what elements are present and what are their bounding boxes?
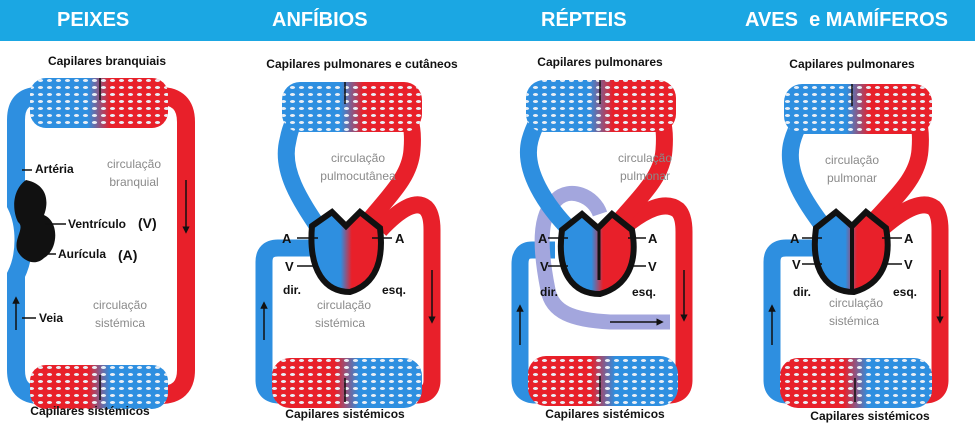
peixes-systemic-capillary-mesh [30,365,168,409]
anfibios-pulmonary-capillary-mesh [282,82,422,132]
anfibios-systemic-arterial [340,196,441,404]
aves-bottom-capillary-label: Capilares sistémicos [810,409,930,423]
peixes-bottom-capillary-label: Capilares sistémicos [30,404,150,418]
repteis-systemic-arterial [600,197,693,404]
repteis-heart [560,214,634,294]
peixes-arterial-vessel [95,87,195,404]
anfibios-top-capillary-label: Capilares pulmonares e cutâneos [266,57,458,71]
aves-top-capillary-label: Capilares pulmonares [789,57,915,71]
peixes-circ-top-1: circulação [107,157,161,171]
repteis-bottom-capillary-label: Capilares sistémicos [545,407,665,421]
peixes-heart [14,180,56,263]
aves-v-right: V [904,257,913,272]
anfibios-systemic-capillary-mesh [272,358,422,408]
aves-systemic-capillary-mesh [780,358,932,408]
repteis-esq-label: esq. [632,285,656,299]
title-bar: PEIXES ANFÍBIOS RÉPTEIS AVES e MAMÍFEROS [0,0,975,41]
anfibios-circ-top-1: circulação [331,151,385,165]
repteis-a-right: A [648,231,658,246]
anfibios-circ-bottom-2: sistémica [315,316,365,330]
repteis-left-aorta-mixed [534,185,670,330]
title-repteis: RÉPTEIS [541,9,627,31]
anfibios-circ-bottom-1: circulação [317,298,371,312]
aves-circ-top-1: circulação [825,153,879,167]
peixes-arteria-label: Artéria [35,162,74,176]
peixes-circ-top-2: branquial [109,175,158,189]
repteis-circ-top-1: circulação [618,151,672,165]
aves-circ-top-2: pulmonar [827,171,877,185]
repteis-circ-top-2: pulmonar [620,169,670,183]
anfibios-v-left: V [285,259,294,274]
aves-circ-bottom-1: circulação [829,296,883,310]
title-peixes: PEIXES [57,9,130,31]
peixes-ventriculo-abbr: (V) [138,215,157,231]
peixes-top-capillary-label: Capilares branquiais [48,54,166,68]
anfibios-a-right: A [395,231,405,246]
peixes-circ-bottom-1: circulação [93,298,147,312]
peixes-ventriculo-label: Ventrículo [68,217,126,231]
repteis-top-capillary-label: Capilares pulmonares [537,55,663,69]
anfibios-circ-top-2: pulmocutânea [320,169,396,183]
panel-repteis: Capilares pulmonares Capilares sistémico… [511,55,693,421]
aves-esq-label: esq. [893,285,917,299]
aves-heart-outline [811,207,891,296]
peixes-auricula-label: Aurícula [58,247,106,261]
repteis-heart-outline [557,209,637,298]
panel-anfibios: Capilares pulmonares e cutâneos Capilare… [255,57,458,421]
peixes-gill-capillary-mesh [30,78,168,128]
aves-a-right: A [904,231,914,246]
peixes-auricula-abbr: (A) [118,247,137,263]
anfibios-heart [311,212,381,292]
aves-dir-label: dir. [793,285,811,299]
repteis-v-right: V [648,259,657,274]
aves-pulmonary-capillary-mesh [784,84,932,134]
title-anfibios: ANFÍBIOS [272,9,368,31]
repteis-v-left: V [540,259,549,274]
aves-systemic-arterial [850,196,949,404]
aves-v-left: V [792,257,801,272]
peixes-circ-bottom-2: sistémica [95,316,145,330]
anfibios-esq-label: esq. [382,283,406,297]
aves-circ-bottom-2: sistémica [829,314,879,328]
repteis-dir-label: dir. [540,285,558,299]
title-aves-mamiferos: AVES e MAMÍFEROS [745,9,948,31]
repteis-a-left: A [538,231,548,246]
repteis-systemic-capillary-mesh [528,356,678,406]
aves-a-left: A [790,231,800,246]
panel-peixes: Capilares branquiais Capilares sistémico… [6,54,195,418]
panel-aves-mamiferos: Capilares pulmonares Capilares sistémico… [763,57,949,423]
repteis-pulmonary-capillary-mesh [526,80,676,132]
anfibios-bottom-capillary-label: Capilares sistémicos [285,407,405,421]
anfibios-dir-label: dir. [283,283,301,297]
peixes-veia-label: Veia [39,311,63,325]
anfibios-a-left: A [282,231,292,246]
